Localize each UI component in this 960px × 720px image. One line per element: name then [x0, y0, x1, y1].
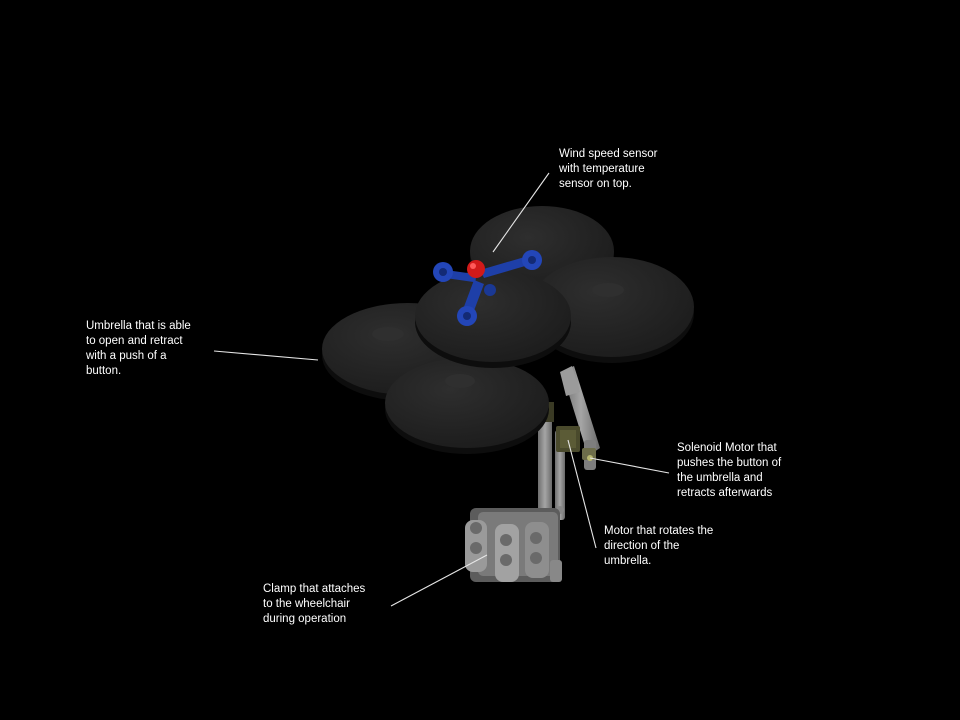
- label-rotation-motor: Motor that rotates the direction of the …: [604, 525, 714, 567]
- temperature-sensor: [467, 260, 485, 278]
- wheelchair-clamp: [465, 508, 562, 582]
- umbrella-canopy: [322, 206, 694, 454]
- leader-line-motor: [567, 439, 597, 549]
- leader-line-solenoid: [589, 457, 670, 474]
- leader-line-wind: [492, 172, 550, 253]
- wind-speed-sensor: [433, 250, 542, 326]
- disc-bottom: [385, 358, 549, 454]
- label-wheelchair-clamp: Clamp that attaches to the wheelchair du…: [263, 583, 366, 625]
- label-wind-speed-sensor: Wind speed sensor with temperature senso…: [559, 148, 658, 190]
- leader-line-umbrella: [213, 350, 319, 361]
- disc-center: [415, 270, 571, 368]
- label-umbrella: Umbrella that is able to open and retrac…: [86, 320, 191, 377]
- rotation-motor: [544, 402, 580, 452]
- leader-line-clamp: [390, 554, 488, 607]
- support-frame: [538, 366, 600, 525]
- label-solenoid-motor: Solenoid Motor that pushes the button of…: [677, 442, 782, 499]
- disc-right: [530, 257, 694, 363]
- leader-lines: [213, 172, 670, 607]
